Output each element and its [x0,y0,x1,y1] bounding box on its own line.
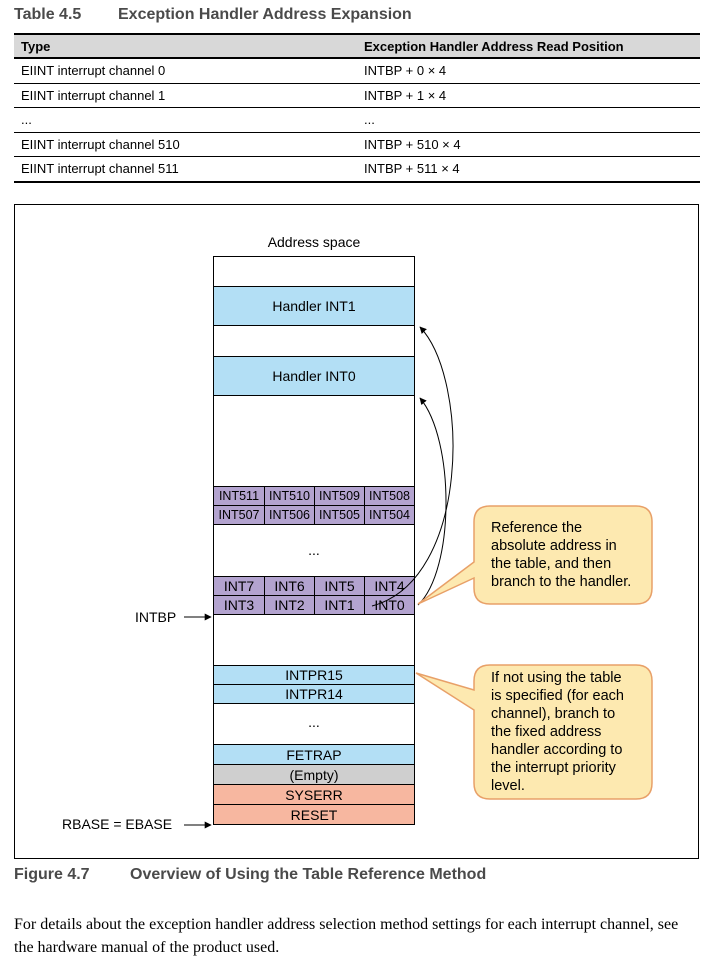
table-row: ... ... [14,108,700,132]
intbp-label: INTBP [135,609,177,625]
callout-priority-level-text: If not using the table is specified (for… [491,670,624,794]
reset-block: RESET [213,804,415,825]
table-row: EIINT interrupt channel 0 INTBP + 0 × 4 [14,58,700,83]
table-header-row: Type Exception Handler Address Read Posi… [14,34,700,58]
int1-to-handler-arrow [371,326,454,607]
int-table-cell: INT2 [264,596,314,614]
figure-number: Figure 4.7 [14,866,90,883]
cell-read-position: INTBP + 0 × 4 [364,63,447,79]
int-table-cell: INT6 [264,577,314,595]
cell-read-position: INTBP + 511 × 4 [364,161,460,177]
int-table-cell: INT7 [223,578,255,594]
int-table-cell: INT504 [364,506,414,524]
handler-address-table: Type Exception Handler Address Read Posi… [14,33,700,183]
cell-type: EIINT interrupt channel 1 [21,87,166,103]
figure-title: Overview of Using the Table Reference Me… [130,866,487,883]
table-row: EIINT interrupt channel 510 INTBP + 510 … [14,132,700,157]
column-header-read-position: Exception Handler Address Read Position [364,38,624,54]
int-table-cell: INT3 [223,597,255,613]
int-table-cell: INT1 [314,596,364,614]
handler-int1-block: Handler INT1 [213,286,415,326]
cell-read-position: INTBP + 1 × 4 [364,87,447,103]
cell-type: ... [21,112,32,128]
empty-block: (Empty) [213,764,415,785]
rbase-label: RBASE = EBASE [62,816,173,832]
callout-priority-level [415,664,653,800]
int-table-cell: INT0 [364,596,414,614]
int-table-cell: INT511 [218,489,260,503]
syserr-block: SYSERR [213,784,415,805]
int0-to-handler-arrow [417,397,447,606]
callout-table-reference [417,505,653,605]
intpr14-block: INTPR14 [213,684,415,704]
int-table-cell: INT508 [364,487,414,505]
int-table-row-507-504: INT507 INT506 INT505 INT504 [213,505,415,525]
int-table-cell: INT510 [264,487,314,505]
int-table-cell: INT506 [264,506,314,524]
table-row: EIINT interrupt channel 1 INTBP + 1 × 4 [14,83,700,108]
intpr15-block: INTPR15 [213,665,415,685]
cell-type: EIINT interrupt channel 510 [21,136,180,152]
address-space-column [213,256,415,825]
figure-frame [14,204,699,859]
int-table-cell: INT509 [314,487,364,505]
cell-read-position: ... [364,112,375,128]
int-table-row-3-0: INT3 INT2 INT1 INT0 [213,595,415,615]
table-number: Table 4.5 [14,6,82,23]
intpr-ellipsis: ... [308,714,320,730]
cell-type: EIINT interrupt channel 511 [21,161,179,177]
handler-int0-block: Handler INT0 [213,356,415,396]
int-table-ellipsis: ... [308,542,320,558]
cell-type: EIINT interrupt channel 0 [21,63,166,79]
cell-read-position: INTBP + 510 × 4 [364,136,461,152]
table-title: Exception Handler Address Expansion [118,6,412,23]
int-table-cell: INT505 [314,506,364,524]
callout-table-reference-text: Reference the absolute address in the ta… [491,520,632,590]
int-table-cell: INT507 [218,508,260,522]
int-table-row-7-4: INT7 INT6 INT5 INT4 [213,576,415,596]
body-paragraph: For details about the exception handler … [14,916,679,956]
int-table-cell: INT4 [364,577,414,595]
int-table-cell: INT5 [314,577,364,595]
address-space-label: Address space [267,234,361,250]
column-header-type: Type [21,38,51,54]
table-row: EIINT interrupt channel 511 INTBP + 511 … [14,157,700,182]
